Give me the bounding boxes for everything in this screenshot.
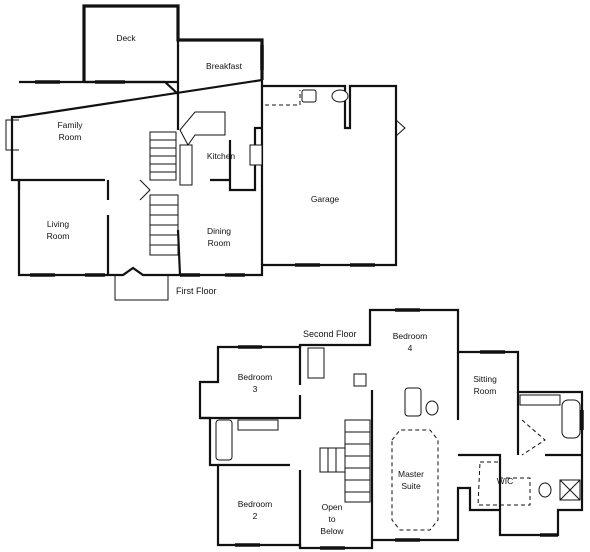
open-to-below-label: Open [322, 502, 343, 512]
master-tray-ceiling [391, 429, 439, 531]
second-floor-stairs [319, 419, 371, 503]
second-floor-title: Second Floor [303, 329, 357, 339]
second-floor-windows [235, 308, 584, 550]
bedroom-4-label-2: 4 [408, 343, 413, 353]
powder-room-toilet [331, 89, 349, 103]
family-room-label: Family [57, 120, 83, 130]
open-to-below-label-3: Below [320, 526, 344, 536]
deck-rail [84, 80, 179, 95]
master-vanity [519, 394, 561, 406]
bedroom4-toilet [425, 400, 439, 416]
breakfast-label: Breakfast [206, 61, 243, 71]
second-floor-outer-wall [198, 308, 584, 550]
bedroom4-tub [404, 387, 422, 417]
hall-bath-tub [215, 419, 233, 461]
family-room-label-2: Room [59, 132, 82, 142]
bedroom-4-label: Bedroom [393, 331, 428, 341]
garage-label: Garage [311, 194, 340, 204]
laundry-dash [265, 90, 301, 106]
master-bath-dash [521, 419, 546, 456]
master-suite-label: Master [398, 469, 424, 479]
deck-label: Deck [116, 33, 136, 43]
second-floor-plan: Second Floor Bedroom 4 Bedroom 3 Sitting… [198, 308, 584, 550]
first-floor-windows [30, 45, 375, 277]
fireplace [5, 119, 19, 151]
master-suite-label-2: Suite [401, 481, 421, 491]
first-floor-plan: Deck Breakfast Family Room Kitchen Garag… [5, 4, 406, 301]
open-to-below-label-2: to [328, 514, 335, 524]
dining-room-label-2: Room [208, 238, 231, 248]
first-floor-interior-walls [17, 82, 264, 276]
first-floor-title: First Floor [176, 286, 217, 296]
garage-side-door [395, 119, 406, 137]
powder-room-sink [301, 89, 317, 103]
living-room-label-2: Room [47, 231, 70, 241]
kitchen-counter [179, 144, 193, 186]
closet-box [353, 373, 367, 387]
bedroom-3-label-2: 3 [253, 384, 258, 394]
bedroom-3-label: Bedroom [238, 372, 273, 382]
linen-closet [307, 347, 325, 379]
stove [249, 144, 263, 166]
front-porch [114, 275, 169, 301]
living-room-label: Living [47, 219, 69, 229]
master-tub [561, 399, 581, 439]
dining-room-label: Dining [207, 226, 231, 236]
first-floor-outer-wall [10, 40, 398, 277]
wic-label: WIC [497, 476, 514, 486]
bedroom-2-label: Bedroom [238, 499, 273, 509]
first-floor-stairs [139, 131, 179, 256]
kitchen-island [179, 111, 226, 146]
kitchen-label: Kitchen [207, 151, 236, 161]
master-toilet [538, 482, 552, 498]
sitting-room-label: Sitting [473, 374, 497, 384]
sitting-room-label-2: Room [474, 386, 497, 396]
wic-shelving [477, 461, 531, 506]
hall-bath-vanity [237, 419, 279, 431]
second-floor-interior-walls [200, 345, 582, 548]
bedroom-2-label-2: 2 [253, 511, 258, 521]
